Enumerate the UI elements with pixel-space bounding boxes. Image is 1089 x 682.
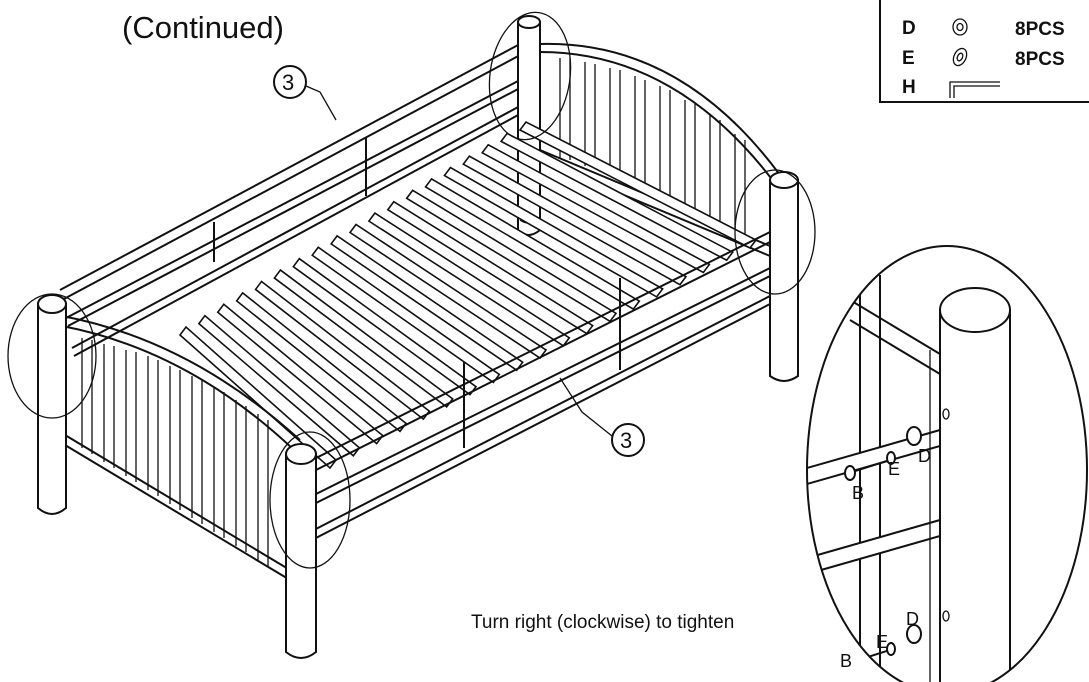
detail-view: B E D B E D <box>806 245 1088 682</box>
slat <box>254 280 431 421</box>
callout-number-bottom: 3 <box>620 428 632 453</box>
slat <box>216 303 384 445</box>
part-qty-e: 8PCS <box>1015 49 1065 70</box>
slat <box>273 268 454 409</box>
slat <box>197 314 361 457</box>
slat <box>443 166 664 298</box>
slat <box>462 155 688 286</box>
slat <box>481 143 711 274</box>
label-flatwasher-lower: D <box>906 609 919 629</box>
allen-wrench-icon <box>949 81 1000 98</box>
step-title: (Continued) <box>122 10 284 45</box>
parts-box: D E H 8PCS 8PCS <box>879 0 1089 103</box>
label-bolt-lower: B <box>840 651 852 671</box>
part-letter-d: D <box>902 18 916 39</box>
label-lockwasher-upper: E <box>888 459 900 479</box>
slat <box>292 257 478 396</box>
lock-washer-icon <box>952 47 968 67</box>
part-qty-d: 8PCS <box>1015 19 1065 40</box>
label-lockwasher-lower: E <box>876 632 888 652</box>
slat <box>405 189 618 323</box>
slat <box>367 212 571 347</box>
slat <box>424 177 641 311</box>
part-letter-e: E <box>902 48 915 69</box>
slat <box>386 200 594 335</box>
callout-number: 3 <box>282 70 294 95</box>
slat <box>348 223 548 360</box>
slat <box>235 291 408 433</box>
slat <box>311 246 501 384</box>
slat <box>329 234 524 372</box>
label-flatwasher-upper: D <box>918 446 931 466</box>
mattress-slats <box>178 120 758 470</box>
foot-end-panel <box>37 294 317 659</box>
label-bolt-upper: B <box>852 483 864 503</box>
flat-washer-icon <box>952 18 968 36</box>
callout-3-top: 3 <box>273 65 337 121</box>
front-side-rail <box>299 231 771 541</box>
part-letter-h: H <box>902 77 916 98</box>
back-side-rail <box>59 43 523 357</box>
slat <box>499 132 734 262</box>
joint-highlights <box>7 11 816 569</box>
callout-3-bottom: 3 <box>559 377 645 457</box>
tighten-instruction: Turn right (clockwise) to tighten <box>471 612 734 633</box>
